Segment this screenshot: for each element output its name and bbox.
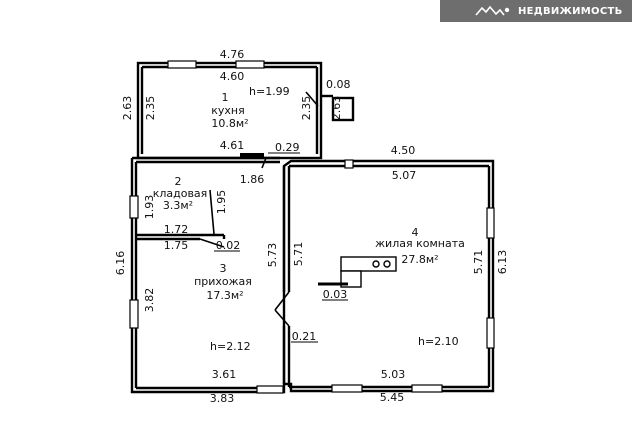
window-room-right-1 xyxy=(486,207,495,239)
label-underlines xyxy=(214,152,348,343)
door-porch xyxy=(305,91,319,107)
dim-hall-right: 5.73 xyxy=(266,243,279,268)
dim-wall-029: 0.29 xyxy=(275,141,300,154)
porch-walls xyxy=(331,96,355,122)
dim-wall-021: 0.21 xyxy=(292,330,317,343)
walls xyxy=(130,61,495,394)
stove-burner-2 xyxy=(383,260,391,268)
dim-left-outer: 6.16 xyxy=(114,251,127,276)
room-4-number: 4 xyxy=(412,226,419,239)
door-hall xyxy=(199,238,225,248)
dim-hall-left: 3.82 xyxy=(143,288,156,313)
dim-hall-bottom-inner: 3.61 xyxy=(212,368,237,381)
brand-logo-icon xyxy=(475,5,510,16)
door-kitchen xyxy=(261,157,267,169)
dim-room-outer-top: 4.50 xyxy=(391,144,416,157)
dim-pantry-002: 0.02 xyxy=(216,239,241,252)
window-room-bottom-2 xyxy=(411,384,443,393)
window-pantry xyxy=(129,195,139,219)
dim-kitchen-inner-left: 2.35 xyxy=(144,96,157,121)
room-1-area: 10.8м² xyxy=(211,117,248,130)
brand-banner: НЕДВИЖИМОСТЬ xyxy=(440,0,632,22)
room-3-name: прихожая xyxy=(194,275,252,288)
stove-body xyxy=(340,256,397,272)
window-hall-bottom xyxy=(256,385,284,394)
dim-pantry-width-right: 1.95 xyxy=(215,190,228,215)
window-room-bottom-1 xyxy=(331,384,363,393)
dim-room-left: 5.71 xyxy=(292,242,305,267)
window-hall xyxy=(129,299,139,329)
room-labels: 1 кухня 10.8м² h=1.99 2 кладовая 3.3м² 3… xyxy=(153,85,465,353)
dim-room-bottom-inner: 5.03 xyxy=(381,368,406,381)
window-room-top xyxy=(344,159,354,169)
dim-kitchen-outer-left: 2.63 xyxy=(121,96,134,121)
room-3-area: 17.3м² xyxy=(206,289,243,302)
window-kitchen-1 xyxy=(167,60,197,69)
window-room-right-2 xyxy=(486,317,495,349)
door-room-2 xyxy=(274,309,290,327)
dim-room-bottom-outer: 5.45 xyxy=(380,391,405,404)
room-2-number: 2 xyxy=(175,175,182,188)
dim-room-inner-top: 5.07 xyxy=(392,169,417,182)
dim-porch-outer: 2.63 xyxy=(330,96,343,121)
dim-kitchen-inner-top: 4.60 xyxy=(220,70,245,83)
dim-stove-003: 0.03 xyxy=(323,288,348,301)
window-kitchen-2 xyxy=(235,60,265,69)
room-4-name: жилая комната xyxy=(375,237,465,250)
door-room-1 xyxy=(274,291,290,311)
dim-room-right-inner: 5.71 xyxy=(472,250,485,275)
room-2-area: 3.3м² xyxy=(163,199,193,212)
windows xyxy=(129,60,495,394)
brand-name: НЕДВИЖИМОСТЬ xyxy=(518,5,623,17)
dim-pantry-height: 1.93 xyxy=(143,195,156,220)
dim-kitchen-inner-bottom: 4.61 xyxy=(220,139,245,152)
dim-kitchen-outer-top: 4.76 xyxy=(220,48,245,61)
dim-room-right-outer: 6.13 xyxy=(496,250,509,275)
room-3-height: h=2.12 xyxy=(210,340,251,353)
dim-porch-width: 0.08 xyxy=(326,78,351,91)
dim-kitchen-inner-right: 2.35 xyxy=(300,96,313,121)
door-pantry xyxy=(209,189,215,235)
room-1-height: h=1.99 xyxy=(249,85,290,98)
room-3-number: 3 xyxy=(220,262,227,275)
room-4-area: 27.8м² xyxy=(401,253,438,266)
stove xyxy=(318,256,397,288)
doors xyxy=(199,91,319,327)
room-2-name: кладовая xyxy=(153,187,208,200)
dim-pantry-172: 1.72 xyxy=(164,223,189,236)
room-1-name: кухня xyxy=(211,104,244,117)
dimension-labels: 4.76 4.60 2.63 2.35 2.35 2.63 0.08 4.61 … xyxy=(114,48,509,405)
room-1-number: 1 xyxy=(222,91,229,104)
room-4-height: h=2.10 xyxy=(418,335,459,348)
stove-burner-1 xyxy=(372,260,380,268)
dim-hall-top: 1.86 xyxy=(240,173,265,186)
dim-pantry-175: 1.75 xyxy=(164,239,189,252)
dim-hall-bottom-outer: 3.83 xyxy=(210,392,235,405)
